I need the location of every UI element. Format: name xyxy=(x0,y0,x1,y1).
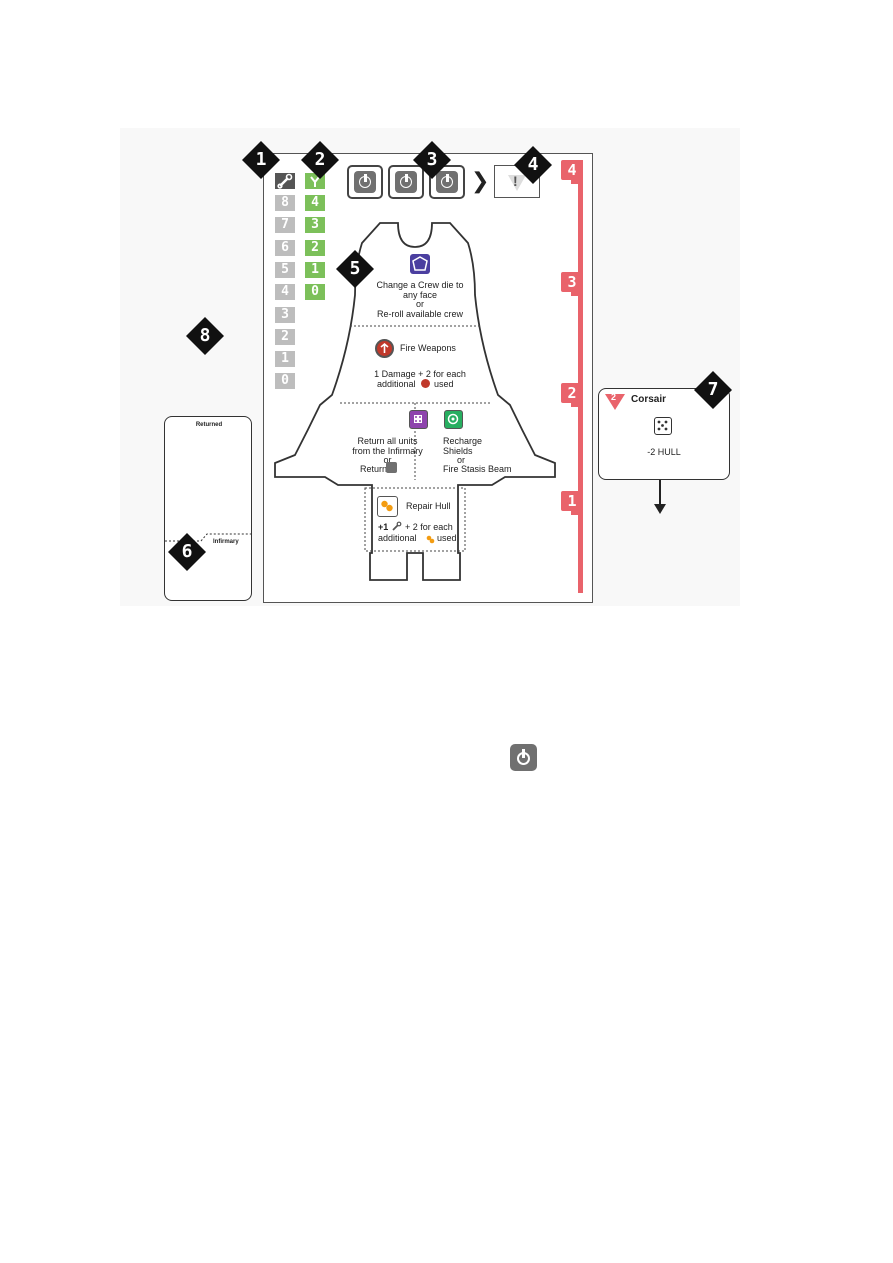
hull-track xyxy=(578,160,583,593)
crew-track-cell[interactable]: 7 xyxy=(275,217,295,234)
arrow-down-icon xyxy=(654,480,666,514)
scan-track-cell[interactable]: 2 xyxy=(305,239,325,256)
callout-number: 5 xyxy=(349,258,361,279)
engineering-line-3: additional xyxy=(378,533,417,543)
threat-card-level: 2 xyxy=(611,392,617,402)
infirmary-label: Infirmary xyxy=(213,539,239,545)
medical-line-2: from the Infirmary xyxy=(352,446,423,456)
callout-number: 6 xyxy=(181,541,193,562)
wrench-icon xyxy=(275,173,295,189)
chevron-right-icon: ❯ xyxy=(471,168,490,193)
scan-track-cell[interactable]: 4 xyxy=(305,195,325,211)
callout-number: 7 xyxy=(707,379,719,400)
crew-track-cell[interactable]: 2 xyxy=(275,328,295,345)
callout-marker-3: 3 xyxy=(412,140,452,180)
threat-die-slot[interactable] xyxy=(388,165,424,199)
hull-level-marker: 2 xyxy=(561,383,583,403)
command-crew-icon xyxy=(410,254,430,274)
engineering-line-2: + 2 for each xyxy=(405,522,453,532)
hull-notch xyxy=(571,180,583,184)
engineering-icon-small xyxy=(425,532,436,550)
medical-line-4: Return a xyxy=(360,464,395,474)
hull-notch xyxy=(571,292,583,296)
threat-die-slot[interactable] xyxy=(347,165,383,199)
scan-track-cell[interactable]: 1 xyxy=(305,261,325,278)
science-line-2: Shields xyxy=(443,446,473,456)
tactical-crew-icon xyxy=(375,339,394,358)
weapons-line-2: additional xyxy=(377,379,416,389)
science-crew-icon xyxy=(444,410,463,429)
science-line-3: or xyxy=(457,455,466,465)
returned-label: Returned xyxy=(195,422,223,428)
engineering-crew-icon xyxy=(377,496,398,517)
command-line-3: or xyxy=(415,299,424,309)
command-line-2: any face xyxy=(402,290,438,300)
command-line-1: Change a Crew die to xyxy=(376,280,464,290)
hull-notch xyxy=(571,403,583,407)
medical-line-3: or xyxy=(383,455,392,465)
crew-track-cell[interactable]: 6 xyxy=(275,239,295,256)
crew-track-cell[interactable]: 8 xyxy=(275,195,295,211)
crew-track-cell[interactable]: 5 xyxy=(275,261,295,278)
threat-symbol: ! xyxy=(513,173,518,189)
hull-level-marker: 1 xyxy=(561,491,583,511)
engineering-line-4: used xyxy=(437,533,457,543)
scan-track-cell[interactable]: 3 xyxy=(305,217,325,234)
callout-marker-8: 8 xyxy=(185,316,225,356)
hull-level-marker: 4 xyxy=(561,160,583,180)
weapons-line-3: used xyxy=(434,379,454,389)
engineering-title: Repair Hull xyxy=(406,501,451,511)
tactical-icon-small xyxy=(421,379,430,388)
crew-track-cell[interactable]: 1 xyxy=(275,351,295,368)
callout-marker-7: 7 xyxy=(693,370,733,410)
wrench-icon-small xyxy=(390,520,402,538)
crew-track-cell[interactable]: 4 xyxy=(275,284,295,301)
crew-return-panel: Returned Infirmary xyxy=(164,416,253,601)
callout-marker-1: 1 xyxy=(241,140,281,180)
hull-level-marker: 3 xyxy=(561,272,583,292)
medical-crew-icon xyxy=(409,410,428,429)
callout-number: 4 xyxy=(527,154,539,175)
callout-marker-5: 5 xyxy=(335,249,375,289)
medical-line-1: Return all units xyxy=(357,436,418,446)
crew-track-cell[interactable]: 0 xyxy=(275,373,295,390)
hull-notch xyxy=(571,511,583,515)
callout-number: 3 xyxy=(426,149,438,170)
callout-marker-4: 4 xyxy=(513,145,553,185)
weapons-title: Fire Weapons xyxy=(400,343,456,353)
die-icon xyxy=(654,417,672,435)
ship-silhouette xyxy=(274,222,556,581)
threat-level-badge xyxy=(605,394,625,410)
weapons-line-1: 1 Damage + 2 for each xyxy=(374,369,466,379)
command-line-4: Re-roll available crew xyxy=(376,309,464,319)
crew-track-cell[interactable]: 3 xyxy=(275,306,295,323)
threat-die-icon-small xyxy=(386,462,397,473)
callout-number: 8 xyxy=(199,325,211,346)
callout-marker-6: 6 xyxy=(167,532,207,572)
threat-card-name: Corsair xyxy=(631,394,667,405)
science-line-1: Recharge xyxy=(443,436,483,446)
threat-die-icon xyxy=(510,744,537,771)
callout-number: 1 xyxy=(255,149,267,170)
callout-number: 2 xyxy=(314,149,326,170)
engineering-line-1: +1 xyxy=(378,522,389,532)
science-line-4: Fire Stasis Beam xyxy=(443,464,512,474)
threat-card-effect: -2 HULL xyxy=(647,447,681,457)
callout-marker-2: 2 xyxy=(300,140,340,180)
scan-track-cell[interactable]: 0 xyxy=(305,284,325,301)
infirmary-divider xyxy=(165,533,253,542)
